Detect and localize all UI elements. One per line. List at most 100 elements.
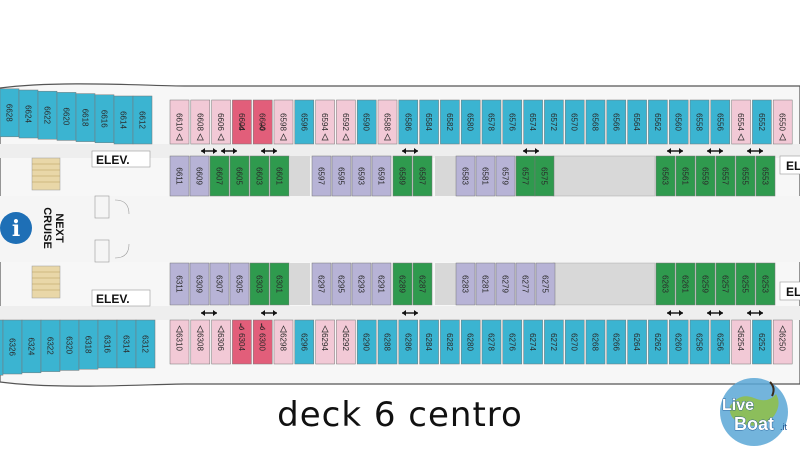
cabin-6598[interactable]: 6598 (273, 99, 294, 145)
cabin-6276[interactable]: 6276 (502, 319, 523, 365)
cabin-6294[interactable]: 6294 (315, 319, 335, 365)
cabin-6561[interactable]: 6561 (675, 155, 696, 197)
cabin-6259[interactable]: 6259 (695, 262, 716, 306)
cabin-6557[interactable]: 6557 (715, 155, 736, 197)
cabin-6611[interactable]: 6611 (169, 155, 190, 197)
cabin-6564[interactable]: 6564 (627, 99, 647, 145)
cabin-6584[interactable]: 6584 (419, 99, 439, 145)
cabin-6284[interactable]: 6284 (419, 319, 439, 365)
cabin-6618[interactable]: 6618 (75, 93, 96, 142)
cabin-6559[interactable]: 6559 (695, 155, 716, 197)
cabin-6292[interactable]: 6292 (336, 319, 356, 365)
cabin-6291[interactable]: 6291 (371, 262, 392, 306)
cabin-6310[interactable]: 6310 (169, 319, 190, 365)
cabin-6296[interactable]: 6296 (294, 319, 315, 365)
cabin-6572[interactable]: 6572 (544, 99, 564, 145)
cabin-6589[interactable]: 6589 (392, 155, 413, 197)
cabin-6586[interactable]: 6586 (398, 99, 419, 145)
cabin-6608[interactable]: 6608 (190, 99, 211, 145)
cabin-6290[interactable]: 6290 (356, 319, 377, 365)
cabin-6574[interactable]: 6574 (523, 99, 543, 145)
cabin-6263[interactable]: 6263 (655, 262, 676, 306)
cabin-6264[interactable]: 6264 (627, 319, 647, 365)
cabin-6295[interactable]: 6295 (331, 262, 352, 306)
cabin-6311[interactable]: 6311 (169, 262, 190, 306)
cabin-6607[interactable]: 6607 (209, 155, 230, 197)
cabin-6622[interactable]: 6622 (37, 90, 58, 140)
cabin-6270[interactable]: 6270 (564, 319, 585, 365)
cabin-6322[interactable]: 6322 (40, 319, 61, 372)
cabin-6328[interactable]: 6328 (0, 319, 4, 376)
cabin-6605[interactable]: 6605 (229, 155, 250, 197)
cabin-6612[interactable]: 6612 (132, 95, 153, 145)
cabin-6593[interactable]: 6593 (351, 155, 372, 197)
cabin-6554[interactable]: 6554 (731, 99, 751, 145)
cabin-6556[interactable]: 6556 (710, 99, 731, 145)
cabin-6297[interactable]: 6297 (311, 262, 332, 306)
cabin-6326[interactable]: 6326 (2, 319, 23, 375)
cabin-6563[interactable]: 6563 (655, 155, 676, 197)
cabin-6268[interactable]: 6268 (585, 319, 606, 365)
cabin-6588[interactable]: 6588 (377, 99, 398, 145)
cabin-6591[interactable]: 6591 (371, 155, 392, 197)
cabin-6254[interactable]: 6254 (731, 319, 751, 365)
cabin-6583[interactable]: 6583 (455, 155, 476, 197)
cabin-6587[interactable]: 6587 (412, 155, 433, 197)
cabin-6596[interactable]: 6596 (294, 99, 315, 145)
cabin-6262[interactable]: 6262 (648, 319, 668, 365)
cabin-6614[interactable]: 6614 (113, 95, 134, 145)
cabin-6308[interactable]: 6308 (190, 319, 211, 365)
cabin-6256[interactable]: 6256 (710, 319, 731, 365)
cabin-6298[interactable]: 6298 (273, 319, 294, 365)
cabin-6566[interactable]: 6566 (606, 99, 627, 145)
cabin-6601[interactable]: 6601 (269, 155, 290, 197)
cabin-6568[interactable]: 6568 (585, 99, 606, 145)
cabin-6286[interactable]: 6286 (398, 319, 419, 365)
cabin-6252[interactable]: 6252 (752, 319, 772, 365)
cabin-6595[interactable]: 6595 (331, 155, 352, 197)
cabin-6253[interactable]: 6253 (755, 262, 776, 306)
cabin-6578[interactable]: 6578 (481, 99, 502, 145)
cabin-6288[interactable]: 6288 (377, 319, 398, 365)
cabin-6261[interactable]: 6261 (675, 262, 696, 306)
cabin-6604[interactable]: 6604♿ (232, 99, 252, 145)
cabin-6609[interactable]: 6609 (189, 155, 210, 197)
cabin-6606[interactable]: 6606 (211, 99, 231, 145)
cabin-6575[interactable]: 6575 (534, 155, 555, 197)
cabin-6597[interactable]: 6597 (311, 155, 332, 197)
cabin-6312[interactable]: 6312 (135, 319, 156, 369)
cabin-6594[interactable]: 6594 (315, 99, 335, 145)
cabin-6600[interactable]: 6600♿ (252, 99, 273, 145)
cabin-6620[interactable]: 6620 (56, 92, 77, 141)
cabin-6570[interactable]: 6570 (564, 99, 585, 145)
cabin-6300[interactable]: 6300♿ (252, 319, 273, 365)
cabin-6324[interactable]: 6324 (21, 319, 42, 374)
cabin-6576[interactable]: 6576 (502, 99, 523, 145)
cabin-6579[interactable]: 6579 (495, 155, 516, 197)
cabin-6306[interactable]: 6306 (211, 319, 231, 365)
cabin-6283[interactable]: 6283 (455, 262, 476, 306)
cabin-6307[interactable]: 6307 (209, 262, 230, 306)
cabin-6266[interactable]: 6266 (606, 319, 627, 365)
cabin-6590[interactable]: 6590 (356, 99, 377, 145)
cabin-6555[interactable]: 6555 (735, 155, 756, 197)
cabin-6603[interactable]: 6603 (249, 155, 270, 197)
cabin-6580[interactable]: 6580 (460, 99, 481, 145)
cabin-6581[interactable]: 6581 (475, 155, 496, 197)
cabin-6272[interactable]: 6272 (544, 319, 564, 365)
cabin-6552[interactable]: 6552 (752, 99, 772, 145)
cabin-6255[interactable]: 6255 (735, 262, 756, 306)
cabin-6280[interactable]: 6280 (460, 319, 481, 365)
cabin-6562[interactable]: 6562 (648, 99, 668, 145)
cabin-6287[interactable]: 6287 (412, 262, 433, 306)
cabin-6281[interactable]: 6281 (475, 262, 496, 306)
cabin-6550[interactable]: 6550 (772, 99, 793, 145)
cabin-6293[interactable]: 6293 (351, 262, 372, 306)
cabin-6275[interactable]: 6275 (535, 262, 556, 306)
cabin-6558[interactable]: 6558 (689, 99, 710, 145)
cabin-6257[interactable]: 6257 (715, 262, 736, 306)
cabin-6592[interactable]: 6592 (336, 99, 356, 145)
cabin-6274[interactable]: 6274 (523, 319, 543, 365)
cabin-6314[interactable]: 6314 (116, 319, 137, 369)
cabin-6278[interactable]: 6278 (481, 319, 502, 365)
